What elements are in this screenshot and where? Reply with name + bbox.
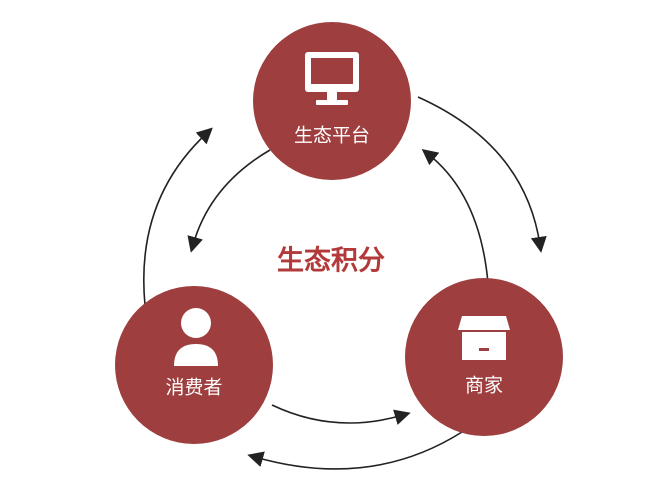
- monitor-icon: [305, 52, 359, 105]
- arrow-consumer-to-merchant: [271, 404, 411, 425]
- arrow-merchant-to-platform: [421, 149, 489, 284]
- node-merchant: 商家: [405, 278, 563, 436]
- storefront-icon: [458, 316, 510, 360]
- center-title: 生态积分: [277, 246, 385, 277]
- arrow-platform-to-merchant: [417, 96, 547, 253]
- person-icon: [174, 308, 218, 366]
- node-consumer-label: 消费者: [165, 377, 222, 399]
- arrow-platform-to-consumer: [187, 149, 271, 253]
- node-consumer: 消费者: [115, 286, 273, 444]
- node-platform: 生态平台: [253, 22, 411, 180]
- node-platform-label: 生态平台: [294, 125, 370, 147]
- node-merchant-label: 商家: [465, 375, 503, 397]
- arrow-consumer-to-platform: [142, 127, 213, 306]
- arrow-merchant-to-consumer: [247, 431, 463, 470]
- cycle-arrows: [142, 96, 547, 470]
